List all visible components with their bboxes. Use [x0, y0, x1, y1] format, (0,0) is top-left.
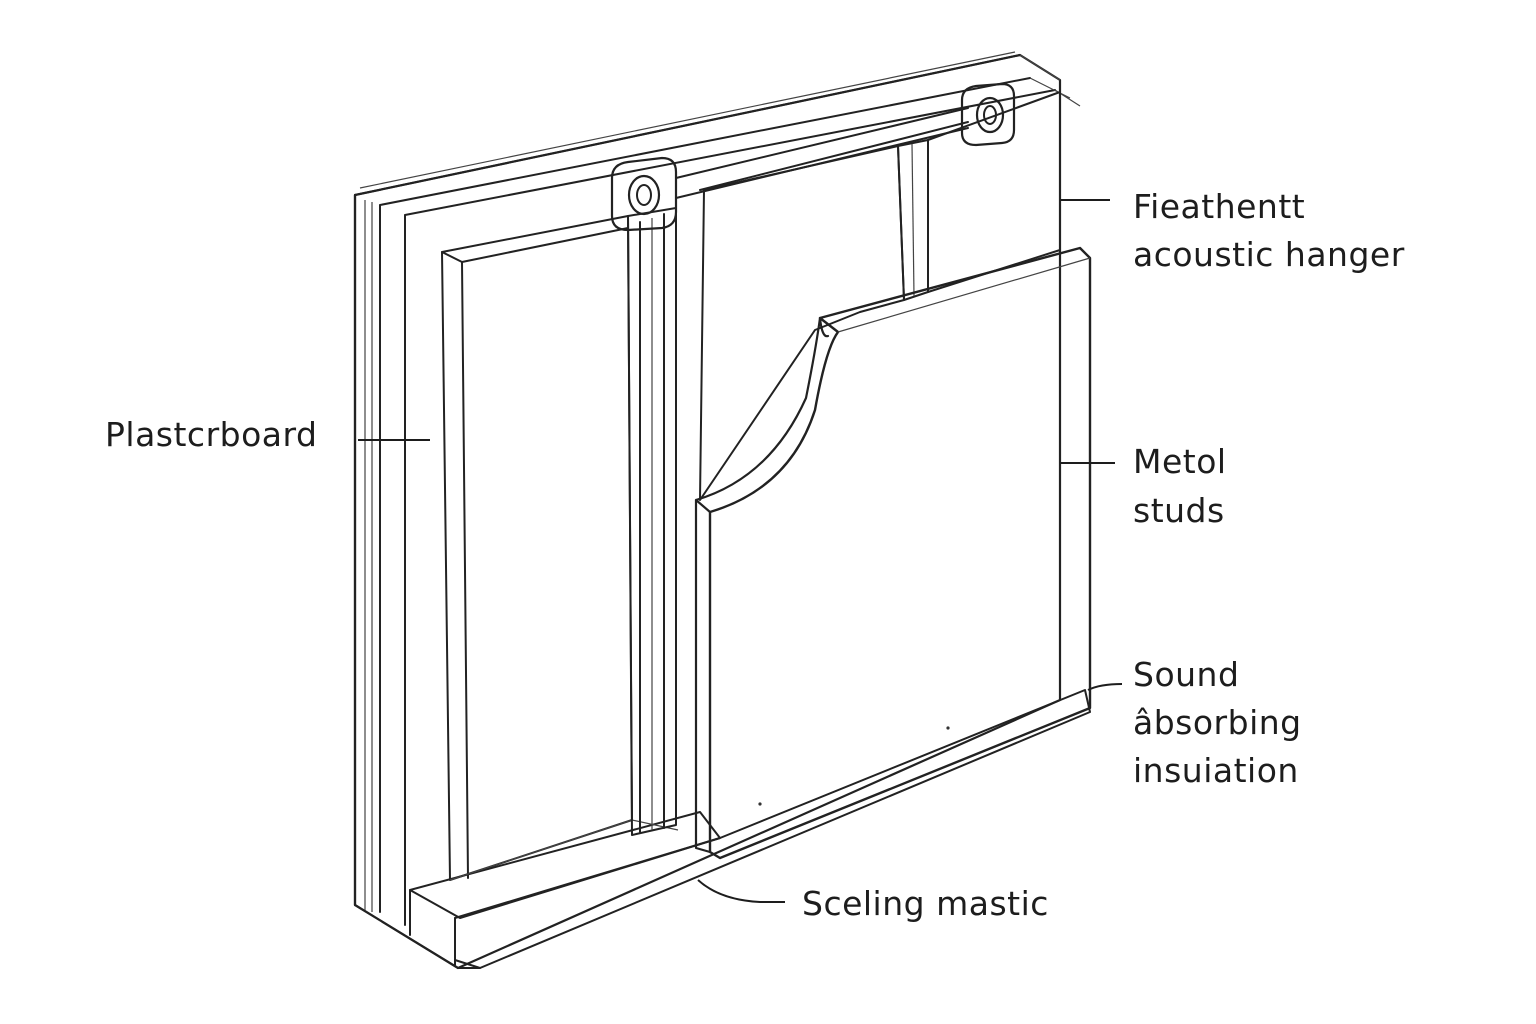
front-plasterboard: [694, 246, 1092, 860]
leader-mastic: [697, 879, 785, 903]
label-insulation-line1: Sound: [1133, 655, 1239, 694]
label-plasterboard: Plastcrboard: [105, 415, 317, 454]
labels: Plastcrboard Fieathentt acoustic hanger …: [105, 187, 1405, 923]
acoustic-hanger-left: [610, 156, 678, 232]
label-hanger-line2: acoustic hanger: [1133, 235, 1405, 274]
leader-insulation: [1087, 683, 1123, 691]
top-track: [675, 107, 969, 199]
insulation-bay-left: [441, 215, 679, 881]
label-studs-line2: studs: [1133, 491, 1225, 530]
label-insulation-line3: insuiation: [1133, 751, 1299, 790]
label-hanger-line1: Fieathentt: [1133, 187, 1305, 226]
acoustic-hanger-right: [960, 82, 1016, 147]
insulation-bay-right: [699, 145, 905, 501]
leader-lines: [358, 199, 1123, 903]
label-insulation-line2: âbsorbing: [1133, 703, 1302, 742]
plasterboard-layer: [353, 193, 373, 912]
metal-stud-right: [897, 139, 929, 301]
label-mastic: Sceling mastic: [802, 884, 1049, 923]
metal-stud-left: [627, 207, 677, 836]
label-studs-line1: Metol: [1133, 442, 1227, 481]
back-board-upper: [927, 91, 1061, 293]
